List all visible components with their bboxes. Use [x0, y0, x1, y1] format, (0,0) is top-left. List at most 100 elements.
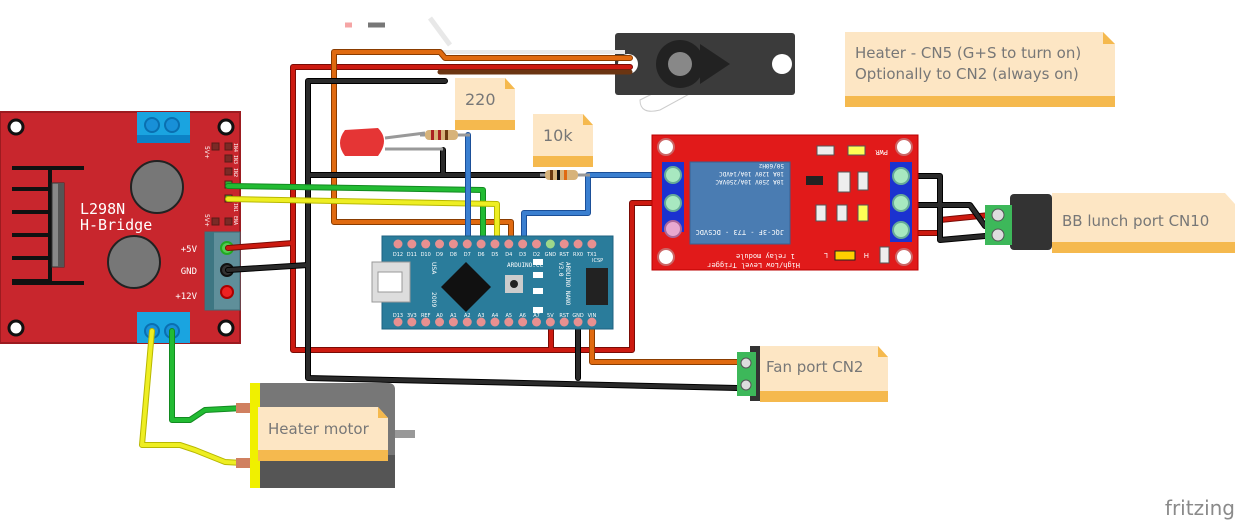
note-heater[interactable]: Heater - CN5 (G+S to turn on) Optionally…	[845, 32, 1115, 107]
pin-label: D6	[478, 252, 485, 258]
pin-gnd[interactable]	[573, 317, 583, 327]
pin-d2[interactable]	[532, 239, 541, 249]
note-bb-lunch[interactable]: BB lunch port CN10	[1052, 193, 1235, 253]
heatsink	[12, 166, 84, 285]
pin-label: A5	[505, 313, 512, 319]
pin-label: D5	[491, 252, 498, 258]
pin-label: D7	[464, 252, 471, 258]
pin-label: 5V	[547, 313, 554, 319]
pin-label: REF	[421, 313, 431, 319]
pin-d3[interactable]	[518, 239, 528, 249]
header-label-in2: IN2	[232, 168, 238, 177]
pin-d4[interactable]	[504, 239, 514, 249]
pin-label: A6	[519, 313, 526, 319]
pin-label: A4	[492, 313, 499, 319]
pin-5v[interactable]	[545, 317, 555, 327]
servo-motor[interactable]	[615, 33, 795, 112]
pin-tx1[interactable]	[587, 239, 597, 249]
pin-label-12v: +12V	[175, 292, 197, 302]
pin-label: D2	[533, 252, 540, 258]
arduino-model-box: ARDUINO NANO V3.0	[557, 262, 571, 306]
usb-port	[371, 261, 411, 303]
pin-label: RX0	[573, 252, 583, 258]
pin-rx0[interactable]	[573, 239, 583, 249]
wire-green	[170, 184, 485, 422]
pin-d7[interactable]	[462, 239, 472, 249]
note-220[interactable]: 220	[455, 78, 515, 130]
bb-lunch-terminal[interactable]	[985, 194, 1052, 250]
wire-blue	[466, 133, 670, 246]
header-label-in4: IN4	[232, 143, 238, 152]
year-label: 2009	[430, 292, 437, 307]
note-10k[interactable]: 10k	[533, 114, 593, 167]
l298n-hbridge-board[interactable]: L298N H-Bridge +5V GND +12V 5V+ 5V+	[0, 111, 241, 344]
pin-a5[interactable]	[504, 317, 514, 327]
pin-a2[interactable]	[462, 317, 472, 327]
header-label-ena: ENA	[232, 216, 238, 225]
jumper-l-label: L	[824, 251, 828, 259]
pin-vin[interactable]	[587, 317, 597, 327]
pin-a7[interactable]	[532, 317, 541, 327]
pin-a3[interactable]	[476, 317, 486, 327]
pin-rst[interactable]	[559, 239, 569, 249]
pin-ref[interactable]	[421, 317, 431, 327]
relay-module[interactable]: 10A 250V 10A/250VAC 10A 120V 10A/14VDC 5…	[651, 134, 919, 271]
pin-d6[interactable]	[476, 239, 486, 249]
header-label-in1: IN1	[232, 203, 238, 212]
servo-wire-white	[415, 50, 625, 54]
fan-port-terminal[interactable]	[737, 346, 760, 401]
pin-rst[interactable]	[559, 317, 569, 327]
pin-a6[interactable]	[518, 317, 528, 327]
pin-label: TX1	[586, 252, 597, 258]
trigger-jumper[interactable]	[834, 250, 856, 261]
pin-label: A7	[533, 313, 540, 319]
wire-orange	[332, 50, 739, 364]
pin-d11[interactable]	[407, 239, 417, 249]
pin-d9[interactable]	[435, 239, 445, 249]
note-bb-lunch-text: BB lunch port CN10	[1062, 212, 1209, 230]
resistor-220[interactable]	[420, 130, 470, 140]
pin-label: GND	[545, 252, 557, 258]
pin-d5[interactable]	[490, 239, 500, 249]
pin-label: D9	[436, 252, 443, 258]
note-fan[interactable]: Fan port CN2	[760, 346, 888, 402]
note-heater-motor-text: Heater motor	[268, 420, 370, 438]
relay-caption-2: 1 relay module	[736, 252, 795, 260]
note-heater-motor[interactable]: Heater motor	[258, 407, 388, 461]
pin-label: D8	[450, 252, 457, 258]
jumper-h-label: H	[864, 251, 869, 259]
top-terminal-block	[137, 112, 190, 143]
capacitor	[130, 160, 184, 214]
pin-label: GND	[572, 313, 584, 319]
pin-label: A3	[478, 313, 485, 319]
note-220-text: 220	[465, 90, 496, 109]
resistor-10k[interactable]	[540, 170, 590, 180]
wire-yellow	[140, 197, 499, 465]
red-led[interactable]	[340, 128, 443, 156]
pin-d10[interactable]	[421, 239, 431, 249]
capacitor	[107, 235, 161, 289]
pin-d8[interactable]	[448, 239, 458, 249]
pin-label: RST	[559, 313, 570, 319]
note-fan-text: Fan port CN2	[766, 358, 863, 376]
icsp-header[interactable]	[586, 268, 608, 305]
pin-label: 3V3	[407, 313, 417, 319]
pin-d13[interactable]	[393, 317, 403, 327]
pin-a0[interactable]	[435, 317, 445, 327]
relay-caption-1: High/Low Level Trigger	[707, 261, 800, 269]
pin-a4[interactable]	[490, 317, 500, 327]
pin-a1[interactable]	[448, 317, 458, 327]
pin-label-5v: +5V	[181, 245, 198, 255]
header-label-5v-2: 5V+	[203, 214, 210, 227]
wire-black	[226, 79, 987, 390]
pin-gnd[interactable]	[545, 239, 555, 249]
pin-label: D11	[407, 252, 417, 258]
arduino-nano[interactable]: ARDUINO.CC ARDUINO NANO V3.0 ICSP USA 20…	[371, 235, 614, 330]
pin-3v3[interactable]	[407, 317, 417, 327]
wires[interactable]	[139, 49, 993, 466]
bottom-terminal-block	[137, 312, 190, 343]
arduino-model: ARDUINO NANO V3.0	[557, 262, 571, 306]
pin-d12[interactable]	[393, 239, 403, 249]
usb-label: USA	[430, 262, 437, 275]
pin-label: VIN	[588, 313, 597, 319]
